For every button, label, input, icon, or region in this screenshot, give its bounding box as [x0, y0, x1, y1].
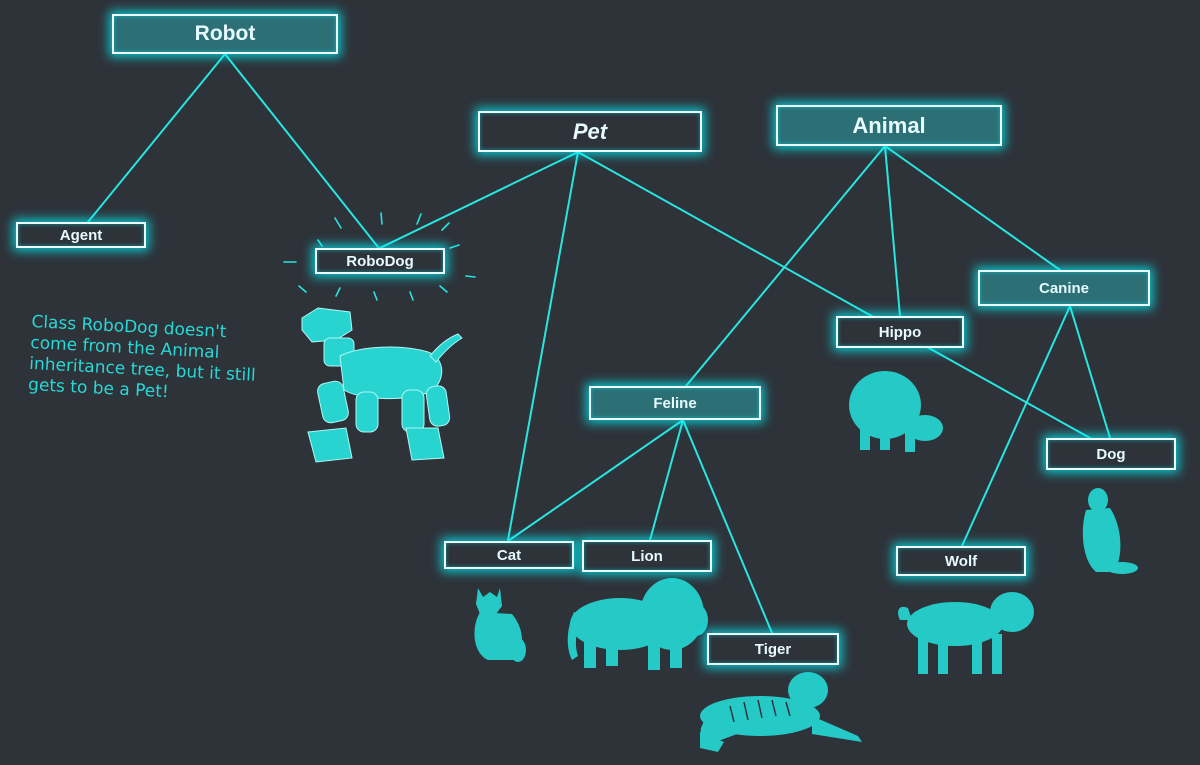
edge-pet-cat — [507, 151, 579, 541]
robodog-sparkle-rays — [283, 212, 476, 301]
edge-animal-hippo — [884, 145, 901, 317]
wolf-illustration — [898, 592, 1034, 674]
class-tiger-box: Tiger — [707, 633, 839, 665]
edge-pet-dog — [577, 151, 1091, 439]
edge-feline-tiger — [682, 419, 773, 634]
class-cat-box: Cat — [444, 541, 574, 569]
class-agent-box: Agent — [16, 222, 146, 248]
tiger-stripes — [729, 699, 791, 723]
class-hippo-box: Hippo — [836, 316, 964, 348]
connector-lines — [87, 53, 1111, 634]
handwritten-note: Class RoboDog doesn't come from the Anim… — [27, 312, 257, 403]
class-pet-box: Pet — [478, 111, 702, 152]
hippo-illustration — [849, 371, 943, 452]
edge-animal-feline — [685, 145, 886, 387]
edge-feline-cat — [507, 419, 684, 542]
edge-canine-dog — [1069, 305, 1111, 439]
tiger-illustration — [700, 672, 862, 752]
edge-pet-robodog — [379, 151, 579, 249]
class-robot-box: Robot — [112, 14, 338, 54]
class-feline-box: Feline — [589, 386, 761, 420]
edge-animal-canine — [884, 145, 1061, 271]
class-dog-box: Dog — [1046, 438, 1176, 470]
class-canine-box: Canine — [978, 270, 1150, 306]
class-animal-box: Animal — [776, 105, 1002, 146]
class-lion-box: Lion — [582, 540, 712, 572]
robot-dog-illustration — [301, 307, 463, 463]
edge-robot-agent — [87, 53, 226, 223]
dog-illustration — [1082, 488, 1138, 574]
class-robodog-box: RoboDog — [315, 248, 445, 274]
edge-robot-robodog — [224, 53, 379, 248]
cat-illustration — [474, 588, 526, 662]
lion-illustration — [567, 578, 708, 670]
class-wolf-box: Wolf — [896, 546, 1026, 576]
edge-feline-lion — [649, 419, 684, 541]
edge-canine-wolf — [961, 305, 1071, 547]
